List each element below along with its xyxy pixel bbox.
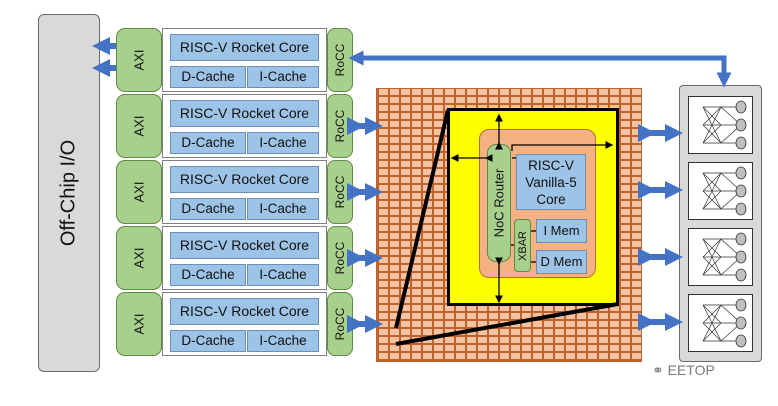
i-cache: I-Cache — [247, 198, 319, 220]
axi-block: AXI — [116, 160, 162, 224]
d-cache: D-Cache — [170, 330, 246, 352]
d-cache: D-Cache — [170, 66, 246, 88]
vanilla-core-label-2: Vanilla-5 — [525, 175, 577, 190]
neural-net-tile — [688, 162, 753, 220]
rocket-core-label: RISC-V Rocket Core — [170, 34, 319, 61]
d-cache: D-Cache — [170, 132, 246, 154]
watermark: ⚭ EETOP — [652, 362, 762, 382]
d-mem-block: D Mem — [536, 250, 587, 274]
neural-net-tile — [688, 294, 753, 352]
noc-router-block: NoC Router — [487, 144, 511, 262]
axi-block: AXI — [116, 292, 162, 356]
rocket-tile-1: AXI RISC-V Rocket Core D-Cache I-Cache R… — [116, 28, 353, 92]
i-mem-block: I Mem — [536, 219, 587, 243]
rocket-tile-4: AXI RISC-V Rocket Core D-Cache I-Cache R… — [116, 226, 353, 290]
rocket-core-label: RISC-V Rocket Core — [170, 166, 319, 193]
axi-block: AXI — [116, 28, 162, 92]
neural-net-graph — [702, 232, 747, 282]
rocket-core-box: RISC-V Rocket Core D-Cache I-Cache — [162, 292, 327, 356]
neural-net-graph — [702, 166, 747, 216]
rocket-core-box: RISC-V Rocket Core D-Cache I-Cache — [162, 160, 327, 224]
d-cache: D-Cache — [170, 198, 246, 220]
axi-block: AXI — [116, 94, 162, 158]
rocket-core-label: RISC-V Rocket Core — [170, 298, 319, 325]
vanilla-core-label-1: RISC-V — [528, 158, 574, 173]
neural-net-tile — [688, 228, 753, 286]
zoom-line-bottom — [395, 302, 619, 346]
rocket-core-label: RISC-V Rocket Core — [170, 232, 319, 259]
i-cache: I-Cache — [247, 66, 319, 88]
offchip-io-block: Off-Chip I/O — [38, 14, 100, 372]
rocket-core-box: RISC-V Rocket Core D-Cache I-Cache — [162, 226, 327, 290]
rocket-tile-5: AXI RISC-V Rocket Core D-Cache I-Cache R… — [116, 292, 353, 356]
neural-net-tile — [688, 96, 753, 154]
rocc-accelerator-arrow — [352, 55, 732, 88]
rocket-core-label: RISC-V Rocket Core — [170, 100, 319, 127]
d-cache: D-Cache — [170, 264, 246, 286]
i-cache: I-Cache — [247, 330, 319, 352]
neural-net-graph — [702, 100, 747, 150]
rocket-core-box: RISC-V Rocket Core D-Cache I-Cache — [162, 28, 327, 92]
i-cache: I-Cache — [247, 132, 319, 154]
noc-arrow-right — [511, 141, 614, 151]
zoom-line-top — [394, 109, 450, 329]
vanilla-core-block: RISC-V Vanilla-5 Core — [516, 154, 586, 210]
axi-block: AXI — [116, 226, 162, 290]
neural-net-graph — [702, 298, 747, 348]
xbar-block: XBAR — [514, 219, 531, 272]
wechat-icon: ⚭ — [652, 362, 664, 378]
vanilla-core-label-3: Core — [536, 192, 566, 207]
watermark-text: EETOP — [667, 362, 715, 378]
rocket-core-box: RISC-V Rocket Core D-Cache I-Cache — [162, 94, 327, 158]
i-cache: I-Cache — [247, 264, 319, 286]
